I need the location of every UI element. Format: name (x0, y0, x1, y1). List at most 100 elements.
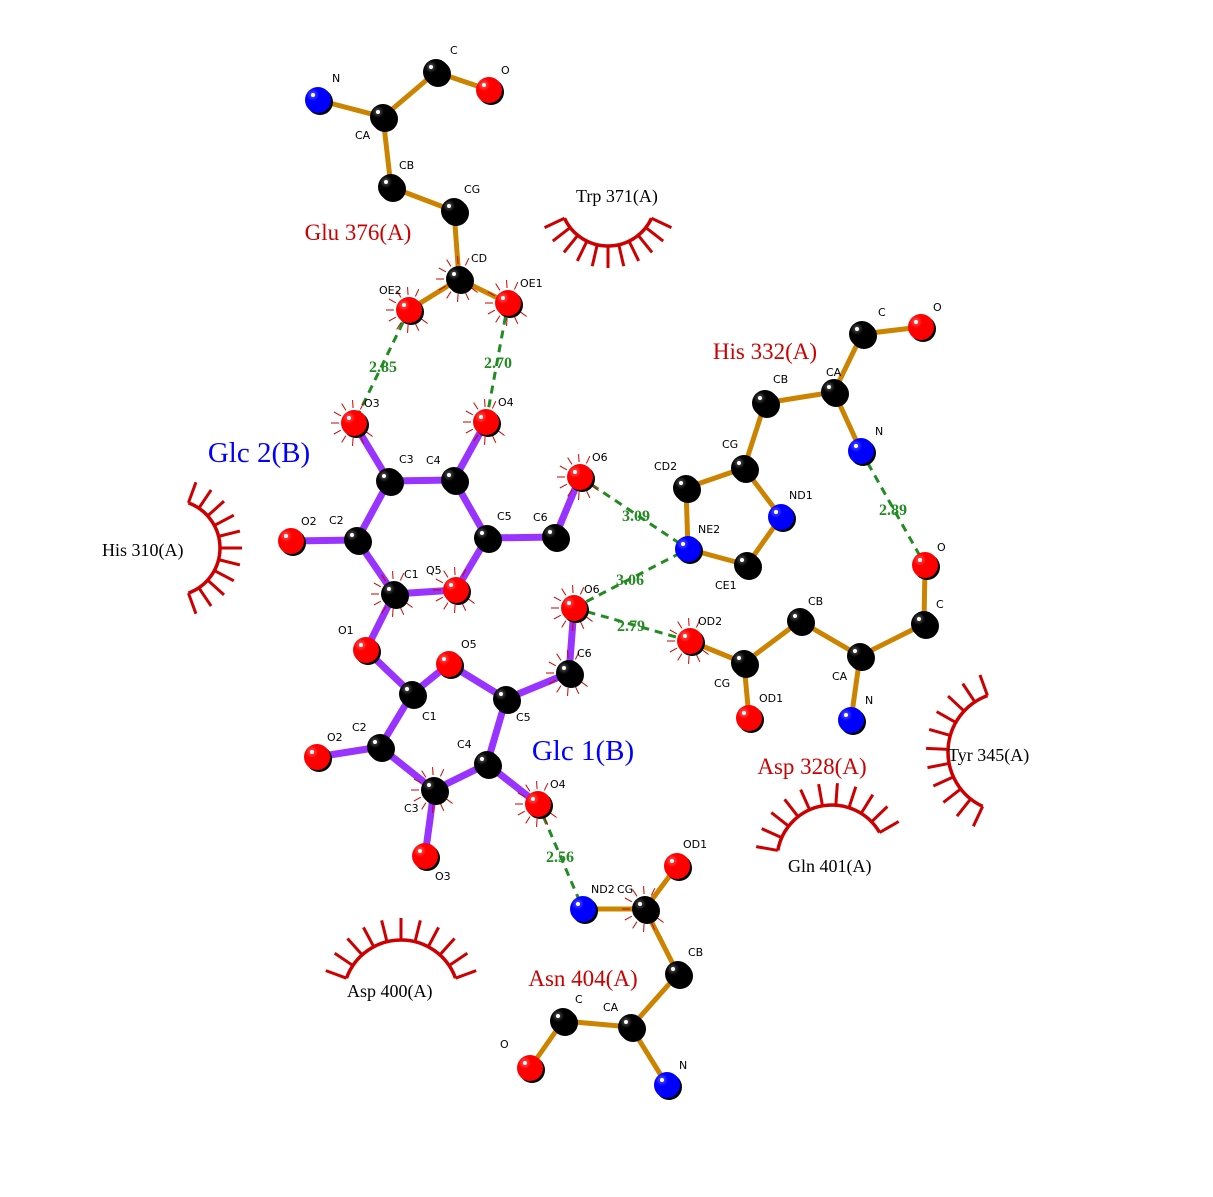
ligand-label-glc1: Glc 1(B) (532, 735, 634, 767)
hydrophobic-spoke (947, 694, 966, 713)
contact-spoke (650, 922, 656, 931)
contact-spokes-g2_c1 (371, 571, 413, 617)
contact-spoke (567, 489, 573, 497)
atom-his_o (908, 314, 936, 342)
atom-glint (737, 461, 741, 465)
atom-highlight (474, 751, 500, 777)
atom-glint (501, 296, 505, 300)
contact-spoke (352, 437, 354, 446)
contact-spoke (495, 315, 501, 323)
contact-spoke (548, 679, 557, 685)
hbond-distance-label: 2.79 (617, 618, 645, 635)
contact-spoke (495, 283, 501, 291)
contact-spoke (506, 280, 508, 289)
contact-spoke (578, 454, 580, 463)
contact-spoke (553, 596, 562, 602)
contact-spoke (567, 650, 569, 659)
contact-spoke (591, 485, 599, 491)
atom-glint (384, 180, 388, 184)
atom-g2_o2 (278, 528, 306, 556)
atom-label: O2 (327, 731, 343, 744)
hydrophobic-spoke (562, 234, 579, 254)
atom-glint (482, 83, 486, 87)
contact-spoke (559, 465, 568, 471)
atom-label: N (679, 1059, 687, 1072)
atom-glint (774, 510, 778, 514)
hydrophobic-contact-tyr345 (926, 674, 989, 827)
contact-spoke (559, 483, 568, 489)
atom-label: CD (471, 252, 487, 265)
atom-glint (376, 110, 380, 114)
contact-spoke (669, 629, 678, 635)
contact-spoke (446, 259, 452, 267)
hydrophobic-spoke (935, 710, 957, 724)
hydrophobic-spoke (817, 783, 824, 807)
atom-his_ca (821, 379, 849, 407)
atom-label: ND1 (789, 489, 813, 502)
atom-highlight (278, 528, 304, 554)
atom-highlight (664, 853, 690, 879)
atom-highlight (561, 595, 587, 621)
contact-spoke (341, 435, 347, 443)
contact-spoke (465, 428, 474, 434)
contact-spoke (435, 578, 444, 584)
hydrophobic-spoke (755, 845, 779, 852)
contact-spoke (396, 322, 402, 330)
contact-spoke (632, 921, 638, 929)
contact-spoke (574, 651, 580, 660)
atoms (278, 59, 940, 1100)
atom-glint (479, 415, 483, 419)
atom-glint (447, 473, 451, 477)
contact-spoke (446, 291, 452, 299)
atom-glint (531, 797, 535, 801)
atom-g2_o3 (341, 410, 369, 438)
contact-spoke (457, 256, 459, 265)
atom-glint (402, 303, 406, 307)
atom-glint (442, 657, 446, 661)
atom-g1_c5 (493, 686, 521, 714)
atom-glint (310, 750, 314, 754)
atom-g1_c3 (421, 777, 449, 805)
hydrophobic-spoke (961, 682, 977, 703)
contact-spoke (464, 292, 470, 301)
contact-spoke (643, 886, 645, 895)
hydrophobic-spoke (927, 761, 950, 770)
atom-glint (855, 327, 859, 331)
atom-glu_oe2 (396, 297, 424, 325)
hydrophobic-spoke (770, 811, 790, 828)
atom-highlight (752, 390, 778, 416)
atom-label: CB (688, 946, 703, 959)
hbond-distance-label: 2.85 (369, 359, 397, 376)
atom-g2_c5 (474, 525, 502, 553)
contact-spoke (439, 803, 445, 812)
atom-highlight (353, 637, 379, 663)
labels: Trp 371(A)His 310(A)Tyr 345(A)Gln 401(A)… (102, 44, 1029, 1072)
atom-label: CD2 (654, 460, 677, 473)
atom-g2_c6 (542, 524, 570, 552)
contact-spoke (392, 571, 394, 580)
atom-g2_c4 (441, 467, 469, 495)
contact-spoke (525, 816, 531, 824)
atom-label: CB (399, 159, 414, 172)
atom-g2_c1 (381, 581, 409, 609)
atom-highlight (838, 707, 864, 733)
atom-his_nd1 (768, 504, 796, 532)
contact-spoke (392, 608, 394, 617)
atom-label: C5 (497, 510, 512, 523)
atom-asp_od1 (736, 705, 764, 733)
atom-his_ce1 (734, 552, 762, 580)
atom-label: N (875, 425, 883, 438)
contact-spoke (556, 653, 562, 661)
hydrophobic-spoke (213, 513, 235, 527)
atom-label: CG (722, 438, 738, 451)
atom-glint (480, 531, 484, 535)
atom-label: O6 (584, 583, 600, 596)
atom-asp_od2 (677, 628, 705, 656)
atom-glint (382, 474, 386, 478)
contact-spoke (556, 685, 562, 693)
atom-highlight (665, 961, 691, 987)
contact-spoke (543, 817, 549, 826)
atom-glu_n (305, 87, 333, 115)
atom-glu_cg (441, 198, 469, 226)
atom-glint (562, 666, 566, 670)
